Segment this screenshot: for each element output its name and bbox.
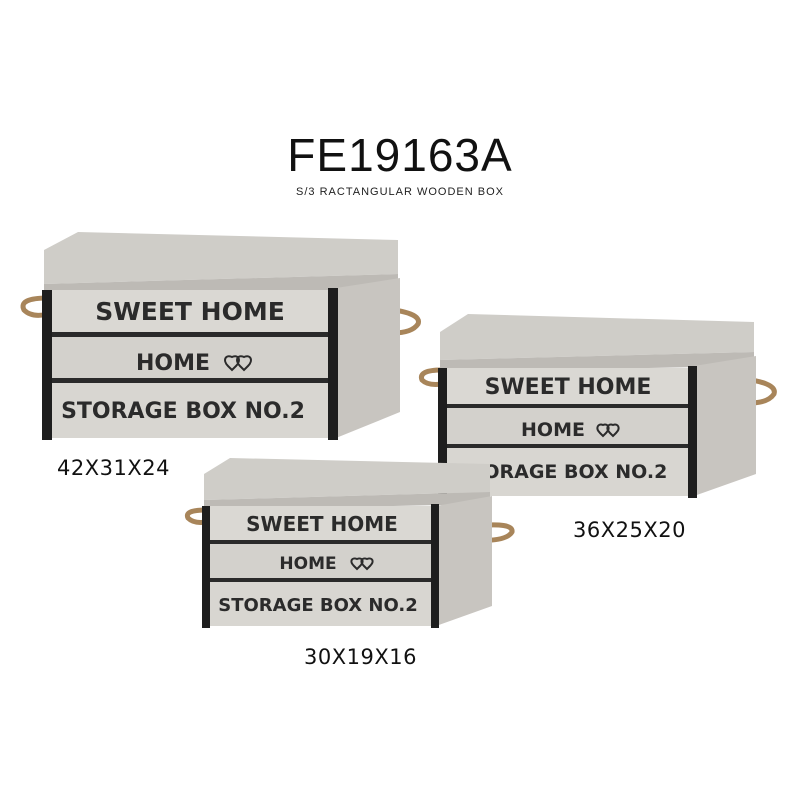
- print-home: HOME: [279, 554, 336, 574]
- box-lid: [204, 458, 490, 500]
- product-description: S/3 RACTANGULAR WOODEN BOX: [296, 186, 504, 198]
- print-storage-box: STORAGE BOX NO.2: [61, 399, 305, 424]
- size-label-small: 30X19X16: [304, 645, 417, 669]
- size-label-large: 42X31X24: [57, 456, 170, 480]
- hearts-icon: [596, 423, 620, 438]
- box-lid: [440, 314, 754, 360]
- large-box: SWEET HOME HOME STORAGE BOX NO.2: [18, 228, 428, 443]
- large-box-image: SWEET HOME HOME STORAGE BOX NO.2: [20, 232, 421, 440]
- metal-corner-left: [438, 368, 447, 498]
- print-storage-box: STORAGE BOX NO.2: [457, 461, 668, 483]
- size-label-medium: 36X25X20: [573, 518, 686, 542]
- rope-handle-left: [184, 507, 207, 525]
- print-sweet-home: SWEET HOME: [95, 297, 285, 326]
- small-box-image: SWEET HOME HOME STORAGE BOX NO.2: [184, 458, 515, 628]
- print-storage-box: STORAGE BOX NO.2: [218, 595, 418, 616]
- hearts-icon: [224, 355, 252, 372]
- hearts-icon: [350, 557, 374, 571]
- rope-handle-left: [20, 295, 49, 318]
- print-home: HOME: [136, 351, 210, 376]
- metal-corner-right: [328, 288, 338, 440]
- print-home: HOME: [521, 419, 585, 441]
- metal-corner-left: [202, 506, 210, 628]
- metal-corner-right: [688, 366, 697, 498]
- product-code: FE19163A: [287, 129, 513, 181]
- rope-handle-left: [418, 367, 443, 387]
- metal-corner-left: [42, 290, 52, 440]
- print-sweet-home: SWEET HOME: [246, 512, 398, 536]
- metal-corner-right: [431, 504, 439, 628]
- print-sweet-home: SWEET HOME: [485, 375, 652, 400]
- small-box: SWEET HOME HOME STORAGE BOX NO.2: [184, 456, 519, 631]
- box-lid: [44, 232, 398, 284]
